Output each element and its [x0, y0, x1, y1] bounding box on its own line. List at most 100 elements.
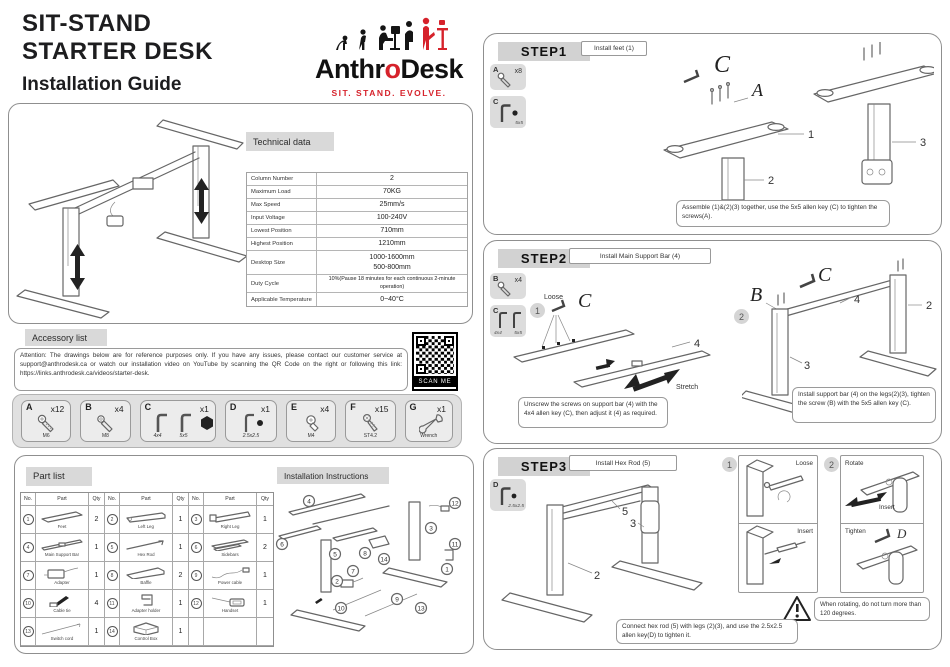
partlist-panel: Part list No. Part Qty No. Part Qty No. … [14, 455, 474, 654]
step3-panel: STEP3 Install Hex Rod (5) D 2.5x2.5 5 [483, 448, 942, 650]
substep-detail-tighten: Tighten D [841, 524, 923, 592]
svg-text:4: 4 [854, 294, 860, 306]
column-header-part: Part [120, 493, 173, 506]
page-title-line2: STARTER DESK [22, 38, 213, 66]
part-cell: Right Leg [204, 506, 257, 534]
allen-key-icon [156, 413, 167, 432]
part-no: 2 [105, 506, 120, 534]
step3-substep1-box: Loose Insert [738, 455, 818, 593]
part-list-table: No. Part Qty No. Part Qty No. Part Qty 1… [20, 492, 274, 647]
step2-substep1-marker: 1 [530, 303, 545, 318]
qr-pattern-icon [416, 336, 454, 374]
allen-key-icon [499, 312, 507, 328]
screw-icon [306, 415, 319, 432]
part-icon-main-support-bar [41, 539, 83, 551]
step1-note: Assemble (1)&(2)(3) together, use the 5x… [676, 200, 890, 227]
column-header-no: No. [189, 493, 204, 506]
step2-substep2-marker: 2 [734, 309, 749, 324]
brand-name-part3: Desk [400, 54, 464, 84]
part-cell: Adapter [36, 562, 89, 590]
desk-frame-illustration [16, 119, 248, 319]
accessory-item-b: B x4 M8 [80, 400, 131, 442]
svg-text:2: 2 [594, 570, 600, 582]
part-icon-hex-rod [126, 540, 164, 550]
part-no: 3 [189, 506, 204, 534]
part-no: 5 [105, 534, 120, 562]
part-no: 8 [105, 562, 120, 590]
accessory-strip: A x12 M6 B x4 M8 C x1 [12, 394, 462, 448]
svg-text:8: 8 [363, 550, 367, 557]
part-qty: 4 [89, 590, 105, 618]
part-cell: Feet [36, 506, 89, 534]
part-cell: Handset [204, 590, 257, 618]
part-icon-adapter [44, 567, 79, 579]
svg-text:10: 10 [337, 605, 345, 612]
column-header-qty: Qty [173, 493, 189, 506]
step1-panel: STEP1 Install feet (1) A x8 C 5x5 [483, 33, 942, 235]
part-cell: Power cable [204, 562, 257, 590]
step2-title-box: Install Main Support Bar (4) [569, 248, 711, 264]
step2-panel: STEP2 Install Main Support Bar (4) B x4 … [483, 240, 942, 444]
part-icon-switch-cord [41, 623, 81, 635]
svg-text:6: 6 [280, 541, 284, 548]
part-cell: Adapter holder [120, 590, 173, 618]
part-no: 13 [21, 618, 36, 646]
corner-detail-sketch [746, 459, 804, 517]
substep-detail-insert: Insert [739, 524, 817, 592]
svg-text:Loose: Loose [544, 294, 563, 301]
accessory-item-a: A x12 M6 [21, 400, 72, 442]
svg-text:3: 3 [920, 137, 926, 149]
step2-substep2-note: Install support bar (4) on the legs(2)(3… [792, 387, 936, 423]
part-no: 1 [21, 506, 36, 534]
part-cell: Left Leg [120, 506, 173, 534]
brand-logo: AnthroDesk SIT. STAND. EVOLVE. [305, 12, 473, 100]
empty-cell [189, 618, 204, 646]
part-cell: Main Support Bar [36, 534, 89, 562]
step1-tool-c: C 5x5 [490, 96, 526, 128]
part-qty: 1 [89, 618, 105, 646]
page-subtitle: Installation Guide [22, 74, 182, 95]
part-icon-handset [211, 597, 245, 607]
scan-me-label: SCAN ME [414, 376, 456, 387]
svg-text:1: 1 [445, 566, 449, 573]
step3-substep1-marker: 1 [722, 457, 737, 472]
step2-header: STEP2 [498, 249, 590, 268]
substep-detail-rotate: Rotate Insert [841, 456, 923, 524]
part-icon-control-box [133, 622, 159, 635]
empty-cell [257, 618, 273, 646]
step3-title-box: Install Hex Rod (5) [569, 455, 677, 471]
screw-icon [97, 415, 113, 433]
part-cell: Baffle [120, 562, 173, 590]
svg-text:Stretch: Stretch [676, 384, 698, 391]
svg-text:5: 5 [333, 551, 337, 558]
allen-key-icon [500, 487, 517, 505]
step1-tool-a: A x8 [490, 64, 526, 90]
hex-nut-icon [200, 416, 213, 430]
accessory-list-label: Accessory list [25, 329, 107, 346]
part-qty: 2 [173, 562, 189, 590]
part-qty: 1 [173, 534, 189, 562]
screw-icon [497, 281, 511, 297]
svg-text:1: 1 [808, 129, 814, 141]
evolution-figures-icon [336, 17, 448, 50]
part-icon-cable-tie [49, 596, 69, 607]
svg-text:4: 4 [307, 498, 311, 505]
warning-icon [783, 596, 811, 621]
svg-text:C: C [818, 264, 832, 286]
column-header-qty: Qty [89, 493, 105, 506]
exploded-diagram: 4 12 3 6 5 8 14 11 1 7 2 9 10 13 [275, 493, 462, 632]
part-icon-sidebars [211, 539, 249, 551]
svg-text:B: B [750, 284, 762, 306]
attention-text-box: Attention: The drawings below are for re… [14, 348, 408, 391]
part-no: 7 [21, 562, 36, 590]
technical-data-label: Technical data [246, 132, 334, 151]
svg-text:9: 9 [395, 596, 399, 603]
part-no: 14 [105, 618, 120, 646]
part-qty: 1 [89, 534, 105, 562]
step2-substep1-illustration: Loose C Stretch 4 [513, 290, 711, 392]
step3-header: STEP3 [498, 457, 590, 476]
